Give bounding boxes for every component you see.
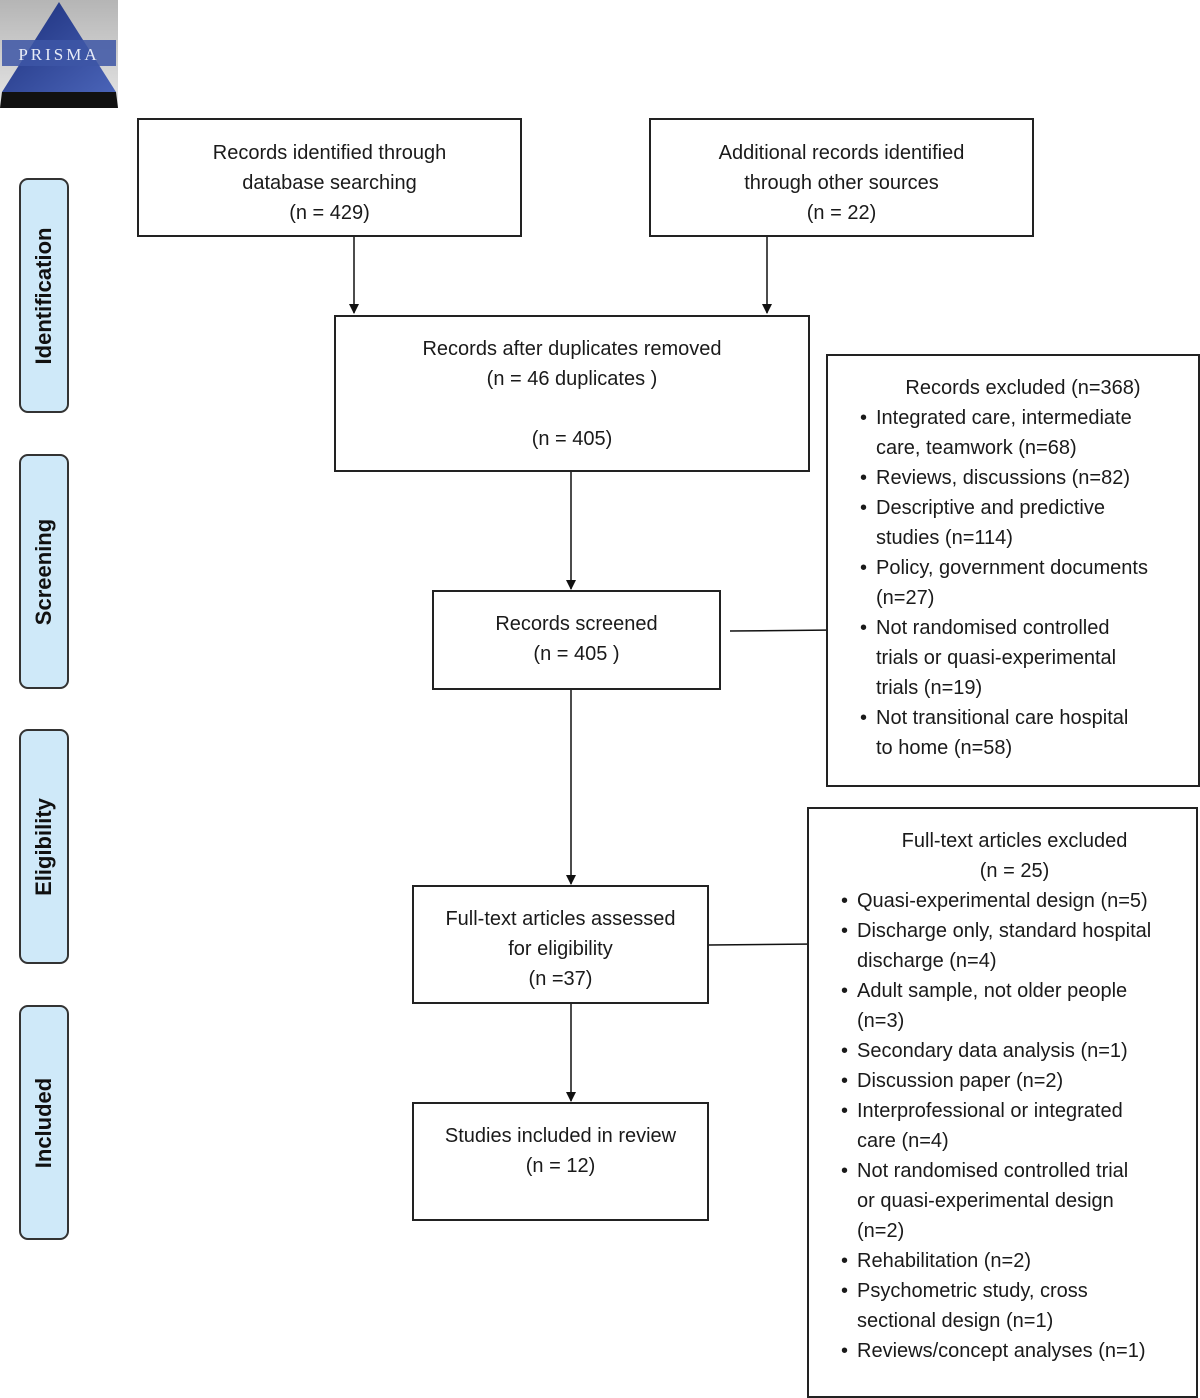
list-item-line: Not randomised controlled trial bbox=[857, 1160, 1129, 1182]
list-item-line: Integrated care, intermediate bbox=[876, 407, 1132, 429]
list-item: Adult sample, not older people (n=3) bbox=[839, 976, 1190, 1036]
box-line: Full-text articles assessed bbox=[445, 908, 676, 930]
list-item-line: Descriptive and predictive bbox=[876, 497, 1105, 519]
list-item: Secondary data analysis (n=1) bbox=[839, 1036, 1190, 1066]
list-item: Psychometric study, cross sectional desi… bbox=[839, 1276, 1190, 1336]
box-line: through other sources bbox=[744, 172, 939, 194]
stage-identification: Identification bbox=[19, 178, 69, 413]
list-item-line: (n=27) bbox=[876, 587, 935, 609]
box-records-screened: Records screened (n = 405 ) bbox=[432, 590, 721, 690]
box-line: (n = 22) bbox=[806, 202, 877, 224]
list-item-line: Not randomised controlled bbox=[876, 617, 1110, 639]
list-item-line: Discussion paper (n=2) bbox=[857, 1070, 1064, 1092]
list-item: Rehabilitation (n=2) bbox=[839, 1246, 1190, 1276]
box-line: Records after duplicates removed bbox=[422, 338, 722, 360]
arrow-screened-to-excluded bbox=[729, 625, 837, 636]
list-item: Not transitional care hospital to home (… bbox=[858, 703, 1188, 763]
list-item: Reviews/concept analyses (n=1) bbox=[839, 1336, 1190, 1366]
list-item-line: Not transitional care hospital bbox=[876, 707, 1129, 729]
list-item-line: Policy, government documents bbox=[876, 557, 1148, 579]
list-item-line: trials (n=19) bbox=[876, 677, 983, 699]
list-item: Policy, government documents (n=27) bbox=[858, 553, 1188, 613]
box-line: (n = 429) bbox=[289, 202, 370, 224]
list-item: Descriptive and predictive studies (n=11… bbox=[858, 493, 1188, 553]
stage-screening: Screening bbox=[19, 454, 69, 689]
list-item-line: Psychometric study, cross bbox=[857, 1280, 1088, 1302]
list-item-line: Secondary data analysis (n=1) bbox=[857, 1040, 1128, 1062]
list-item-line: care, teamwork (n=68) bbox=[876, 437, 1077, 459]
list-item-line: to home (n=58) bbox=[876, 737, 1013, 759]
list-item-line: discharge (n=4) bbox=[857, 950, 997, 972]
arrow-fulltext-to-excluded bbox=[708, 939, 817, 950]
records-excluded-title: Records excluded (n=368) bbox=[905, 377, 1141, 399]
box-fulltext-excluded: Full-text articles excluded (n = 25) Qua… bbox=[807, 807, 1198, 1398]
list-item-line: or quasi-experimental design bbox=[857, 1190, 1114, 1212]
list-item-line: studies (n=114) bbox=[876, 527, 1013, 549]
list-item: Not randomised controlled trial or quasi… bbox=[839, 1156, 1190, 1246]
list-item-line: Adult sample, not older people bbox=[857, 980, 1128, 1002]
list-item-line: Reviews/concept analyses (n=1) bbox=[857, 1340, 1146, 1362]
list-item: Not randomised controlled trials or quas… bbox=[858, 613, 1188, 703]
box-line: database searching bbox=[242, 172, 417, 194]
list-item-line: Quasi-experimental design (n=5) bbox=[857, 890, 1148, 912]
logo-text: PRISMA bbox=[18, 45, 99, 64]
box-line: Additional records identified bbox=[718, 142, 965, 164]
box-line: Records identified through bbox=[212, 142, 447, 164]
box-line: for eligibility bbox=[508, 938, 613, 960]
list-item-line: Reviews, discussions (n=82) bbox=[876, 467, 1130, 489]
box-line: (n = 46 duplicates ) bbox=[486, 368, 658, 390]
list-item-line: (n=3) bbox=[857, 1010, 905, 1032]
list-item: Interprofessional or integrated care (n=… bbox=[839, 1096, 1190, 1156]
box-duplicates-removed: Records after duplicates removed (n = 46… bbox=[334, 315, 810, 472]
list-item: Discussion paper (n=2) bbox=[839, 1066, 1190, 1096]
box-line: (n = 405 ) bbox=[533, 643, 620, 665]
box-other-sources: Additional records identified through ot… bbox=[649, 118, 1034, 237]
box-line: Studies included in review bbox=[444, 1125, 677, 1147]
box-database-records: Records identified through database sear… bbox=[137, 118, 522, 237]
list-item-line: Discharge only, standard hospital bbox=[857, 920, 1152, 942]
box-line: (n = 12) bbox=[525, 1155, 596, 1177]
list-item-line: (n=2) bbox=[857, 1220, 905, 1242]
list-item-line: trials or quasi-experimental bbox=[876, 647, 1117, 669]
box-records-excluded: Records excluded (n=368) Integrated care… bbox=[826, 354, 1200, 787]
list-item-line: Rehabilitation (n=2) bbox=[857, 1250, 1031, 1272]
list-item: Discharge only, standard hospital discha… bbox=[839, 916, 1190, 976]
list-item-line: Interprofessional or integrated bbox=[857, 1100, 1123, 1122]
box-fulltext-assessed: Full-text articles assessed for eligibil… bbox=[412, 885, 709, 1004]
list-item: Quasi-experimental design (n=5) bbox=[839, 886, 1190, 916]
list-item: Integrated care, intermediate care, team… bbox=[858, 403, 1188, 463]
box-line: (n =37) bbox=[528, 968, 593, 990]
box-studies-included: Studies included in review (n = 12) bbox=[412, 1102, 709, 1221]
stage-eligibility: Eligibility bbox=[19, 729, 69, 964]
fulltext-excluded-title: Full-text articles excluded bbox=[901, 830, 1128, 852]
list-item: Reviews, discussions (n=82) bbox=[858, 463, 1188, 493]
list-item-line: care (n=4) bbox=[857, 1130, 949, 1152]
stage-included: Included bbox=[19, 1005, 69, 1240]
box-line: (n = 405) bbox=[531, 428, 613, 450]
list-item-line: sectional design (n=1) bbox=[857, 1310, 1054, 1332]
box-line bbox=[336, 394, 808, 424]
fulltext-excluded-count: (n = 25) bbox=[979, 860, 1050, 882]
prisma-logo: PRISMA bbox=[0, 0, 118, 108]
box-line: Records screened bbox=[495, 613, 658, 635]
